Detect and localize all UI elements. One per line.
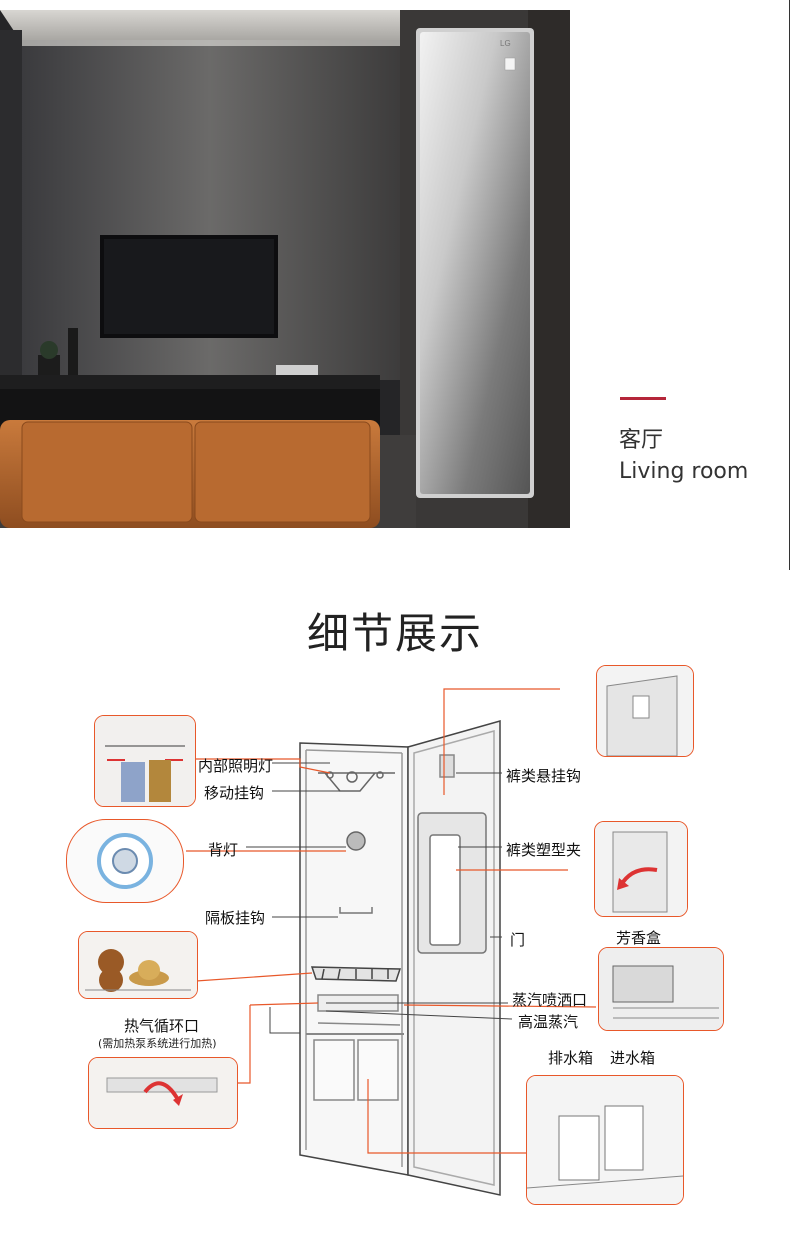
label-hot-steam: 高温蒸汽	[518, 1013, 579, 1031]
label-shelf-hook: 隔板挂钩	[205, 909, 266, 927]
aroma-box-icon	[599, 948, 723, 1030]
living-room-photo: LG	[0, 10, 570, 528]
label-drain-tank: 排水箱	[548, 1049, 594, 1067]
inset-interior-light	[94, 715, 196, 807]
label-hot-air-outlet: 热气循环口	[124, 1017, 200, 1035]
caption-chinese: 客厅	[619, 428, 664, 453]
label-water-tank: 进水箱	[610, 1049, 656, 1067]
label-back-light: 背灯	[208, 841, 239, 859]
door-hanger-icon	[597, 666, 693, 756]
teddy-bear-icon	[79, 932, 197, 998]
label-moving-hanger: 移动挂钩	[204, 784, 265, 802]
living-room-illustration: LG	[0, 10, 570, 528]
inset-trouser-clip	[594, 821, 688, 917]
diagram-lines	[186, 688, 597, 1196]
label-trouser-clip: 裤类塑型夹	[506, 841, 582, 859]
backlight-icon	[97, 833, 153, 889]
water-tanks-icon	[527, 1076, 683, 1204]
clip-arrow-icon	[595, 822, 687, 916]
hot-air-arrow-icon	[89, 1058, 237, 1128]
caption-accent-bar	[620, 397, 666, 400]
label-trouser-hanger: 裤类悬挂钩	[506, 767, 582, 785]
hanging-clothes-icon	[95, 716, 195, 806]
leader-lines	[246, 762, 513, 1034]
label-aroma-box: 芳香盒	[616, 929, 662, 947]
inset-trouser-hanger	[596, 665, 694, 757]
label-door: 门	[510, 931, 526, 949]
lg-badge: LG	[500, 39, 511, 48]
inset-back-light	[66, 819, 184, 903]
caption-english: Living room	[619, 459, 749, 484]
label-hot-air-note: (需加热泵系统进行加热)	[98, 1037, 217, 1050]
label-steam-nozzle: 蒸汽喷洒口	[512, 991, 588, 1009]
section-title: 细节展示	[306, 609, 483, 658]
callout-connectors	[186, 688, 597, 1154]
styler-detail-diagram: 内部照明灯 移动挂钩 背灯 隔板挂钩 热气循环口 (需加热泵系统进行加热) 裤类…	[0, 655, 790, 1239]
inset-shelf	[78, 931, 198, 999]
label-interior-light: 内部照明灯	[198, 757, 274, 775]
inset-aroma-box	[598, 947, 724, 1031]
inset-hot-air	[88, 1057, 238, 1129]
styler-cabinet	[299, 720, 501, 1196]
inset-water-tanks	[526, 1075, 684, 1205]
